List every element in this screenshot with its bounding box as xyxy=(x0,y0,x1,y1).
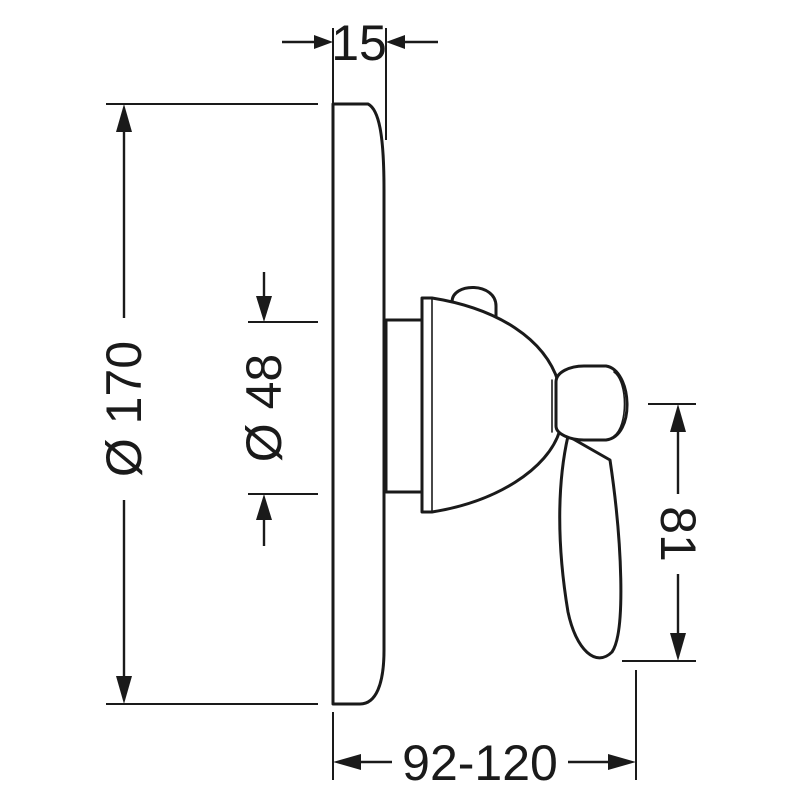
dim-15-arrow-left xyxy=(314,35,333,49)
dim-48-arrow-bottom xyxy=(256,494,272,520)
connector-neck xyxy=(384,318,424,494)
lever-hub-cap-line xyxy=(613,371,626,437)
lever-hub xyxy=(554,364,629,442)
dim-170-arrow-top xyxy=(116,104,132,132)
wall-plate xyxy=(331,102,386,706)
dim-label-15: 15 xyxy=(331,15,387,71)
dim-label-170: Ø 170 xyxy=(96,341,152,477)
dim-label-92-120: 92-120 xyxy=(402,735,558,791)
dim-48-arrow-top xyxy=(256,296,272,322)
dim-81-arrow-bottom xyxy=(670,633,686,661)
extension-lines xyxy=(106,28,696,780)
dome-body xyxy=(420,296,562,514)
dim-81-arrow-top xyxy=(670,404,686,432)
dimension-labels: 15 Ø 170 Ø 48 81 92-120 xyxy=(96,15,706,791)
dim-label-48: Ø 48 xyxy=(236,354,292,462)
dim-92-120-arrow-right xyxy=(608,754,636,770)
dim-label-81: 81 xyxy=(650,506,706,562)
dim-170-arrow-bottom xyxy=(116,676,132,704)
dimension-lines xyxy=(116,35,686,770)
product-outline xyxy=(331,102,629,706)
dim-15-arrow-right xyxy=(386,35,405,49)
lever-handle xyxy=(558,434,623,660)
dim-92-120-arrow-left xyxy=(333,754,361,770)
